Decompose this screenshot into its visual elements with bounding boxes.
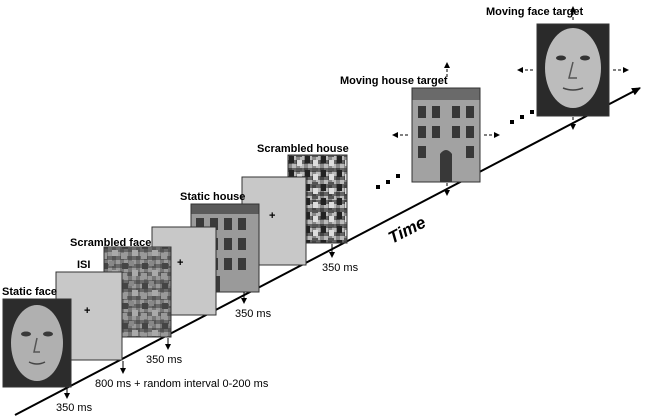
duration-scrambled-house: 350 ms (322, 262, 359, 274)
static-face-image (2, 298, 72, 388)
duration-ticks (64, 244, 335, 399)
ellipsis-dots-2 (510, 110, 534, 124)
fixation-cross-3: + (177, 257, 183, 269)
moving-house-target-image (411, 87, 481, 183)
duration-static-house: 350 ms (235, 308, 272, 320)
duration-scrambled-face: 350 ms (146, 354, 183, 366)
static-house-label: Static house (180, 191, 245, 203)
moving-face-target-image (536, 23, 610, 117)
scrambled-face-label: Scrambled face (70, 237, 151, 249)
moving-face-target-label: Moving face target (486, 6, 584, 18)
duration-static-face: 350 ms (56, 402, 93, 414)
house-motion-arrows (392, 62, 500, 196)
fixation-cross-1: + (84, 305, 90, 317)
fixation-cross-4: + (269, 210, 275, 222)
duration-isi: 800 ms + random interval 0-200 ms (95, 378, 269, 390)
isi-label: ISI (77, 259, 90, 271)
ellipsis-dots-1 (376, 174, 400, 189)
face-motion-arrows (517, 6, 629, 130)
moving-house-target-label: Moving house target (340, 75, 448, 87)
scrambled-house-label: Scrambled house (257, 143, 349, 155)
static-face-label: Static face (2, 286, 57, 298)
